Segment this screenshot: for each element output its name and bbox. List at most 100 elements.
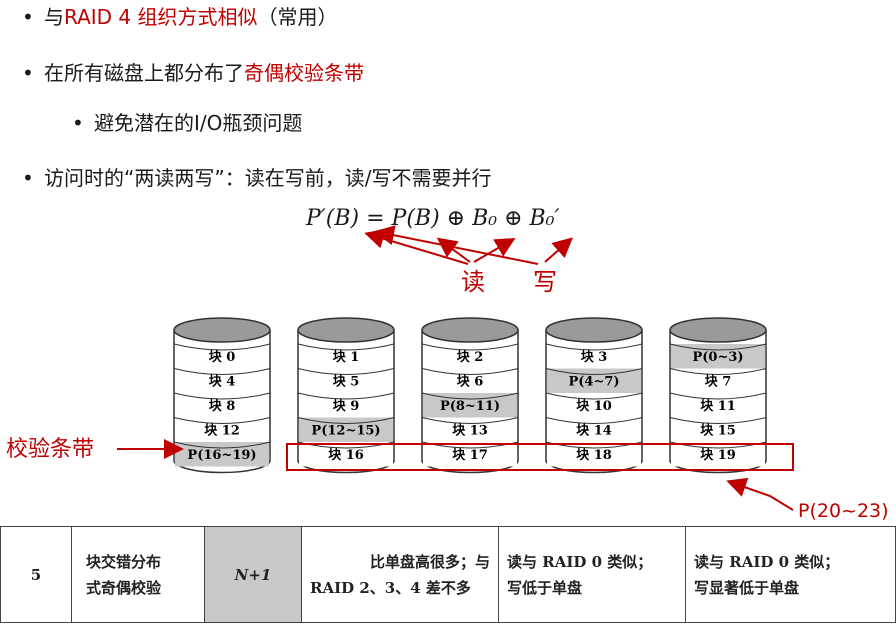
read-arrow-3 [473, 237, 516, 263]
data-block [671, 393, 765, 418]
block-divider [669, 417, 767, 424]
disk-top [545, 317, 643, 343]
block-divider [669, 392, 767, 400]
data-block [547, 442, 641, 467]
bullet-two-read-two-write: •访问时的“两读两写”：读在写前，读/写不需要并行 [22, 166, 492, 190]
block-divider [669, 343, 767, 351]
parity-stripe-label: 校验条带 [6, 437, 95, 462]
block-divider [173, 368, 271, 375]
data-block [671, 442, 765, 467]
block-label: P(16~19) [187, 448, 256, 463]
level-cell: 5 [0, 526, 72, 623]
data-block [423, 442, 517, 467]
block-divider [421, 392, 519, 400]
block-label: 块 6 [457, 374, 484, 390]
block-divider [297, 417, 395, 424]
block-label: 块 10 [576, 398, 612, 414]
disk-1: 块 1 块 5 块 9 P(12~15) 块 16 [297, 317, 395, 474]
bullet-distributed-parity: •在所有磁盘上都分布了奇偶校验条带 [22, 61, 364, 85]
disk-4: P(0~3) 块 7 块 11 块 15 块 19 [669, 317, 767, 474]
block-divider [545, 343, 643, 351]
disk-3: 块 3 P(4~7) 块 10 块 14 块 18 [545, 317, 643, 474]
data-block [547, 344, 641, 369]
block-label: 块 7 [705, 374, 732, 390]
data-block [671, 368, 765, 393]
block-label: P(8~11) [440, 399, 500, 414]
read-arrow-2 [436, 237, 471, 263]
block-label: 块 3 [581, 349, 608, 365]
data-block [175, 368, 269, 393]
bullet-avoid-bottleneck: •避免潜在的I/O瓶颈问题 [72, 111, 303, 135]
bullet-dot: • [22, 61, 34, 85]
data-block [423, 344, 517, 369]
parity-block [423, 393, 517, 418]
block-label: 块 9 [333, 398, 360, 414]
block-label: 块 15 [700, 423, 736, 439]
data-block [299, 344, 393, 369]
write-arrow-1 [374, 225, 539, 265]
block-divider [297, 368, 395, 375]
block-label: 块 12 [204, 423, 240, 439]
read-write-cell-2: 读与 RAID 0 类似；写显著低于单盘 [685, 526, 896, 623]
block-label: 块 19 [700, 447, 736, 463]
data-block [423, 368, 517, 393]
data-block [175, 344, 269, 369]
block-divider [297, 343, 395, 351]
block-label: 块 17 [452, 447, 488, 463]
data-block [175, 417, 269, 442]
bullet-dot: • [22, 166, 34, 190]
data-block [299, 393, 393, 418]
disks-group: 块 0块 4块 8块 12P(16~19)块 1块 5块 9P(12~15)块 … [173, 317, 767, 474]
block-label: P(0~3) [692, 350, 743, 365]
disk-top [669, 317, 767, 343]
disks-cell: N+1 [204, 526, 302, 623]
block-label: 块 4 [209, 374, 236, 390]
disk-0: 块 0 块 4 块 8 块 12 P(16~19) [173, 317, 271, 474]
bullet-dot: • [22, 5, 34, 29]
parity-formula: P′(B) = P(B) ⊕ B₀ ⊕ B₀′ [306, 206, 560, 231]
data-block [299, 442, 393, 467]
block-divider [173, 392, 271, 400]
disk-top [421, 317, 519, 343]
block-label: 块 2 [457, 349, 484, 365]
block-label: 块 5 [333, 374, 360, 390]
block-divider [421, 417, 519, 424]
data-block [547, 417, 641, 442]
bullet-dot: • [72, 111, 84, 135]
block-label: 块 11 [700, 398, 736, 414]
read-write-cell-1: 读与 RAID 0 类似；写低于单盘 [498, 526, 686, 623]
p20-23-arrow [726, 477, 794, 511]
data-block [671, 417, 765, 442]
block-divider [173, 343, 271, 351]
block-divider [421, 368, 519, 375]
block-divider [173, 417, 271, 424]
block-divider [421, 343, 519, 351]
p20-23-label: P(20~23) [798, 500, 889, 522]
bullet-raid4-similar: •与RAID 4 组织方式相似（常用） [22, 5, 338, 29]
parity-block [175, 442, 269, 467]
parity-block [671, 344, 765, 369]
block-divider [545, 392, 643, 400]
write-label: 写 [533, 268, 557, 296]
block-label: P(12~15) [311, 424, 380, 439]
block-label: 块 14 [576, 423, 612, 439]
parity-block [547, 368, 641, 393]
block-divider [669, 368, 767, 375]
block-label: 块 1 [333, 349, 360, 365]
data-block [299, 368, 393, 393]
disk-top [173, 317, 271, 343]
stripe-highlight-box [286, 443, 794, 471]
block-label: P(4~7) [568, 375, 619, 390]
block-divider [545, 417, 643, 424]
disk-top [297, 317, 395, 343]
block-label: 块 18 [576, 447, 612, 463]
disk-2: 块 2块 6P(8~11)块 13块 17 [421, 317, 519, 474]
block-label: 块 16 [328, 447, 364, 463]
block-divider [545, 368, 643, 375]
block-label: 块 8 [209, 398, 236, 414]
block-label: 块 0 [209, 349, 236, 365]
